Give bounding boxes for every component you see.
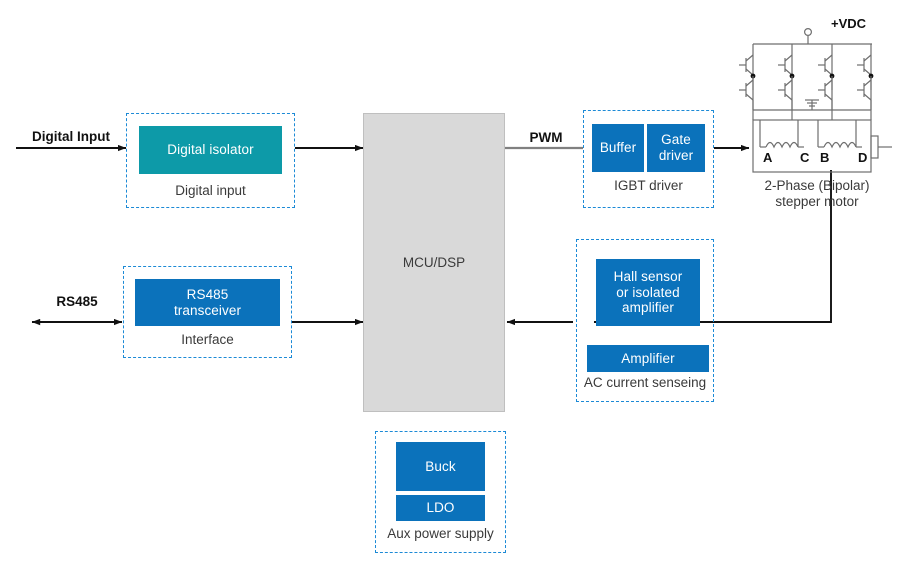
vdc-terminal-icon xyxy=(803,28,812,37)
caption-aux-power-supply: Aux power supply xyxy=(387,526,494,541)
caption-stepper-motor-line2: stepper motor xyxy=(775,194,859,209)
block-amplifier[interactable]: Amplifier xyxy=(587,345,709,372)
label-digital-input: Digital Input xyxy=(32,129,110,144)
label-vdc: +VDC xyxy=(831,16,867,31)
gate-driver-line1: Gate xyxy=(661,132,691,148)
caption-digital-input: Digital input xyxy=(175,183,246,198)
rs485-transceiver-line2: transceiver xyxy=(173,302,242,318)
group-aux-power-supply xyxy=(375,431,506,553)
gate-driver-line2: driver xyxy=(658,148,694,163)
hall-sensor-line3: amplifier xyxy=(622,300,674,316)
stepper-motor-symbol xyxy=(752,119,892,173)
block-mcu-dsp[interactable]: MCU/DSP xyxy=(363,113,505,412)
block-ldo[interactable]: LDO xyxy=(396,495,485,521)
block-gate-driver[interactable]: Gate driver xyxy=(647,124,705,172)
caption-stepper-motor-line1: 2-Phase (Bipolar) xyxy=(764,178,870,193)
hall-sensor-line2: or isolated xyxy=(616,284,680,300)
label-pwm: PWM xyxy=(529,130,563,145)
group-ac-current-sensing xyxy=(576,239,714,402)
rs485-transceiver-line1: RS485 xyxy=(186,286,229,302)
block-buck[interactable]: Buck xyxy=(396,442,485,491)
group-interface xyxy=(123,266,292,358)
group-igbt-driver xyxy=(583,110,714,208)
label-rs485: RS485 xyxy=(56,294,98,309)
ground-icon xyxy=(805,99,819,110)
motor-terminal-b: B xyxy=(820,150,830,165)
motor-terminal-c: C xyxy=(800,150,810,165)
motor-terminal-a: A xyxy=(763,150,773,165)
block-buffer[interactable]: Buffer xyxy=(592,124,644,172)
h-bridge-schematic xyxy=(739,28,874,120)
caption-ac-current-sensing: AC current senseing xyxy=(583,375,707,390)
caption-igbt-driver: IGBT driver xyxy=(614,178,683,193)
block-digital-isolator[interactable]: Digital isolator xyxy=(139,126,282,174)
group-digital-input xyxy=(126,113,295,208)
hall-sensor-line1: Hall sensor xyxy=(613,268,683,284)
block-hall-sensor-isolated-amplifier[interactable]: Hall sensor or isolated amplifier xyxy=(596,259,700,326)
caption-interface: Interface xyxy=(181,332,234,347)
block-rs485-transceiver[interactable]: RS485 transceiver xyxy=(135,279,280,326)
motor-terminal-d: D xyxy=(858,150,868,165)
